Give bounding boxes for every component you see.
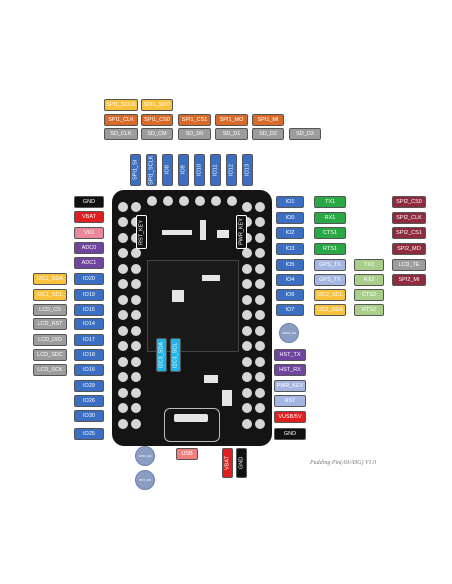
label-left-gnd: GND <box>74 196 104 208</box>
header-pin-5: IO11 <box>210 154 221 186</box>
label-left-outer-5: LCD_SDC <box>33 349 67 361</box>
rst-key-label: RST_KEY <box>136 215 147 249</box>
label-right-uart-7: I2C2_SDA <box>314 304 346 316</box>
usb-connector <box>164 408 220 442</box>
label-left-outer-1: I2C1_SCL <box>33 289 67 301</box>
label-left-outer-6: LCD_SCK <box>33 364 67 376</box>
label-right-io-5: IO4 <box>276 274 304 286</box>
label-top-r3-3: SD_D1 <box>215 128 248 140</box>
label-right-io-2: IO2 <box>276 227 304 239</box>
vbus-en-circle: VBUS_EN <box>279 323 299 343</box>
label-right-low-5: GND <box>274 428 306 440</box>
label-right-mid-3: RTS2 <box>354 304 384 316</box>
label-top-r2-2: SPI1_CS1 <box>178 114 211 126</box>
label-right-far-1: SPI2_CLK <box>392 212 426 224</box>
label-left-io-6: IO16 <box>74 364 104 376</box>
usb-port <box>174 414 208 422</box>
label-top-r1-0: SPI1_SCLK <box>104 99 138 111</box>
vbat-bottom-label: VBAT <box>222 448 233 478</box>
label-left-io-10: IO25 <box>74 428 104 440</box>
module-board: RST_KEY PWR_KEY I2C3_SDA I2C3_SCL <box>112 190 272 446</box>
label-right-uart-5: GPS_TX <box>314 274 346 286</box>
label-left-io-4: IO17 <box>74 334 104 346</box>
label-right-uart-6: I2C2_SCL <box>314 289 346 301</box>
label-right-io-1: IO0 <box>276 212 304 224</box>
label-left-io-3: IO14 <box>74 318 104 330</box>
usb-label: USB <box>176 448 198 460</box>
label-right-uart-1: RX1 <box>314 212 346 224</box>
header-pin-4: IO10 <box>194 154 205 186</box>
label-right-io-0: IO1 <box>276 196 304 208</box>
label-right-io-3: IO3 <box>276 243 304 255</box>
gnd-bottom-label: GND <box>236 448 247 478</box>
label-top-r3-2: SD_D0 <box>178 128 211 140</box>
label-left-io-0: IO20 <box>74 273 104 285</box>
label-right-io-4: IO5 <box>276 259 304 271</box>
label-right-mid-1: RX2 <box>354 274 384 286</box>
pwr-key-label: PWR_KEY <box>236 215 247 249</box>
header-pin-0: SPI1_SI <box>130 154 141 186</box>
label-top-r1-1: SPI1_SDO <box>141 99 173 111</box>
label-right-io-7: IO7 <box>276 304 304 316</box>
label-right-uart-4: GPS_TX <box>314 259 346 271</box>
label-top-r2-1: SPI1_CS0 <box>141 114 173 126</box>
label-top-r2-3: SPI1_MO <box>215 114 248 126</box>
label-right-far-5: SPI2_MI <box>392 274 426 286</box>
header-pin-1: SPI1_SCLK <box>146 154 157 186</box>
label-left-outer-2: LCD_CS <box>33 304 67 316</box>
label-left-outer-4: LCD_DIO <box>33 334 67 346</box>
main-chip <box>147 260 239 352</box>
i2c3-scl-label: I2C3_SCL <box>170 338 181 372</box>
label-right-mid-2: CTS2 <box>354 289 384 301</box>
label-left-io-2: IO15 <box>74 304 104 316</box>
label-right-low-1: HST_RX <box>274 364 306 376</box>
label-top-r3-5: SD_D3 <box>289 128 321 140</box>
i2c3-sda-label: I2C3_SDA <box>156 338 167 372</box>
label-left-io-9: IO30 <box>74 410 104 422</box>
label-right-uart-2: CTS1 <box>314 227 346 239</box>
footnote: Pudding Pin(A9/A9G) V1.0 <box>310 460 377 466</box>
header-pin-2: IO8 <box>162 154 173 186</box>
label-left-io-7: IO29 <box>74 380 104 392</box>
label-right-uart-3: RTS1 <box>314 243 346 255</box>
label-right-low-4: VUSB/5V <box>274 411 306 423</box>
label-left-vio: VIO <box>74 227 104 239</box>
header-pin-3: IO9 <box>178 154 189 186</box>
label-left-outer-3: LCD_RST <box>33 318 67 330</box>
label-right-uart-0: TX1 <box>314 196 346 208</box>
label-left-vbat: VBAT <box>74 211 104 223</box>
label-left-outer-0: I2C1_SDA <box>33 273 67 285</box>
label-left-io-1: IO19 <box>74 289 104 301</box>
label-right-mid-0: TX2 <box>354 259 384 271</box>
label-left-adc0: ADC0 <box>74 242 104 254</box>
label-right-low-2: PWR_KEY <box>274 380 306 392</box>
label-top-r2-0: SPI1_CLK <box>104 114 138 126</box>
label-left-io-5: IO18 <box>74 349 104 361</box>
label-top-r2-4: SPI1_MI <box>252 114 284 126</box>
label-top-r3-0: SD_CLK <box>104 128 138 140</box>
label-right-low-0: HST_TX <box>274 349 306 361</box>
label-right-far-3: SPI2_MO <box>392 243 426 255</box>
label-right-io-6: IO6 <box>276 289 304 301</box>
label-top-r3-4: SD_D2 <box>252 128 284 140</box>
label-right-far-4: LCD_TE <box>392 259 426 271</box>
header-pin-6: IO12 <box>226 154 237 186</box>
label-top-r3-1: SD_CM <box>141 128 173 140</box>
label-left-adc1: ADC1 <box>74 257 104 269</box>
gpio-en-circle-2: GPIO_EN <box>135 446 155 466</box>
header-pin-7: IO13 <box>242 154 253 186</box>
label-left-io-8: IO26 <box>74 395 104 407</box>
label-right-low-3: RST <box>274 395 306 407</box>
label-right-far-0: SPI2_CS0 <box>392 196 426 208</box>
label-right-far-2: SPI2_CS1 <box>392 227 426 239</box>
rst-en-circle: RST_EN <box>135 470 155 490</box>
